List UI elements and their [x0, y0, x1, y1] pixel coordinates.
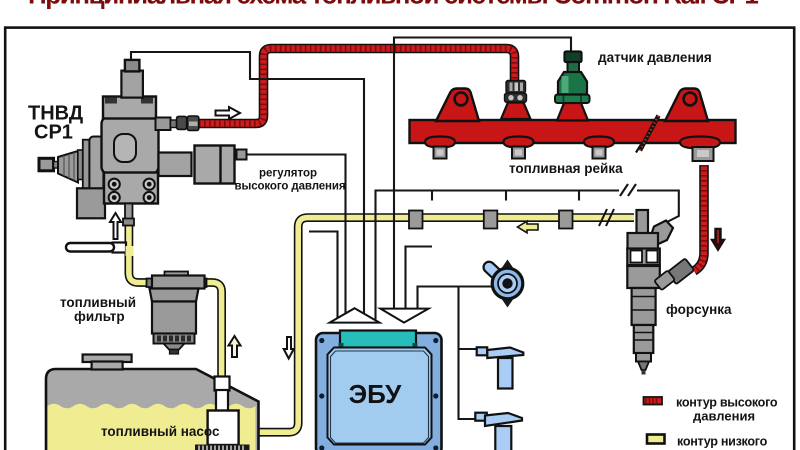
svg-text:ЭБУ: ЭБУ — [349, 379, 403, 409]
svg-text:регулятор: регулятор — [259, 168, 317, 180]
svg-text:топливный насос: топливный насос — [101, 424, 220, 439]
svg-text:контур высокого: контур высокого — [676, 396, 778, 410]
svg-text:топливная рейка: топливная рейка — [509, 161, 623, 176]
svg-text:Принципиальная схема топливной: Принципиальная схема топливной системы C… — [28, 0, 758, 10]
svg-text:ТНВД: ТНВД — [28, 103, 83, 125]
svg-text:высокого давления: высокого давления — [235, 181, 346, 193]
svg-text:фильтр: фильтр — [74, 309, 125, 324]
svg-text:форсунка: форсунка — [666, 302, 732, 317]
svg-text:топливный: топливный — [60, 295, 136, 310]
svg-text:датчик давления: датчик давления — [598, 50, 712, 65]
svg-text:СР1: СР1 — [34, 122, 73, 144]
svg-text:контур низкого: контур низкого — [677, 435, 768, 449]
svg-text:давления: давления — [693, 409, 755, 424]
